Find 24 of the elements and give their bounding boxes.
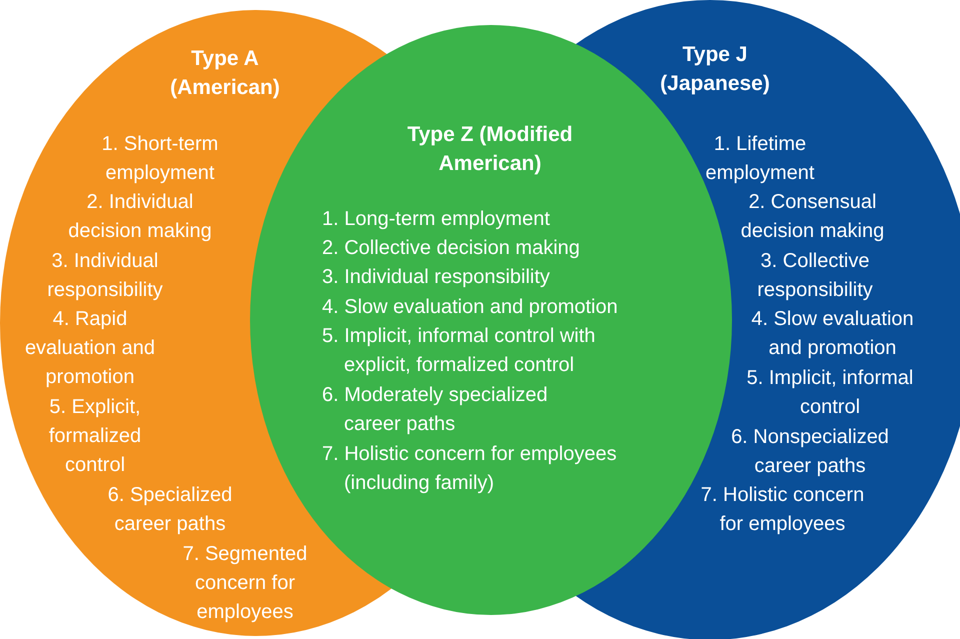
list-item: 1. Lifetime employment <box>704 132 816 186</box>
group-heading: Type J (Japanese) <box>659 42 771 97</box>
list-item: 2. Consensual decision making <box>740 190 886 244</box>
list-item: 6. Moderately specialized career paths <box>322 383 549 437</box>
list-item: 7. Holistic concern for employees (including family) <box>322 442 618 496</box>
list-item: 4. Slow evaluation and promotion <box>750 307 915 361</box>
list-item: 5. Explicit, formalized control <box>48 395 142 478</box>
list-item: 3. Individual responsibility <box>322 265 551 290</box>
list-item: 2. Individual decision making <box>67 190 213 244</box>
list-item: 2. Collective decision making <box>322 236 581 261</box>
group-heading: Type A (American) <box>169 46 281 101</box>
list-item: 7. Holistic concern for employees <box>700 483 866 537</box>
list-item: 5. Implicit, informal control with explicit, formalized control <box>322 324 596 378</box>
list-item: 1. Long-term employment <box>322 207 551 232</box>
list-item: 5. Implicit, informal control <box>746 366 914 420</box>
list-item: 1. Short-term employment <box>100 132 220 186</box>
list-item: 3. Individual responsibility <box>46 249 164 303</box>
group-heading: Type Z (Modified American) <box>406 122 574 177</box>
list-item: 6. Specialized career paths <box>106 483 234 537</box>
list-item: 4. Slow evaluation and promotion <box>322 295 619 320</box>
list-item: 4. Rapid evaluation and promotion <box>24 307 156 390</box>
list-item: 3. Collective responsibility <box>756 249 874 303</box>
list-item: 7. Segmented concern for employees <box>182 542 308 625</box>
list-item: 6. Nonspecialized career paths <box>730 425 890 479</box>
